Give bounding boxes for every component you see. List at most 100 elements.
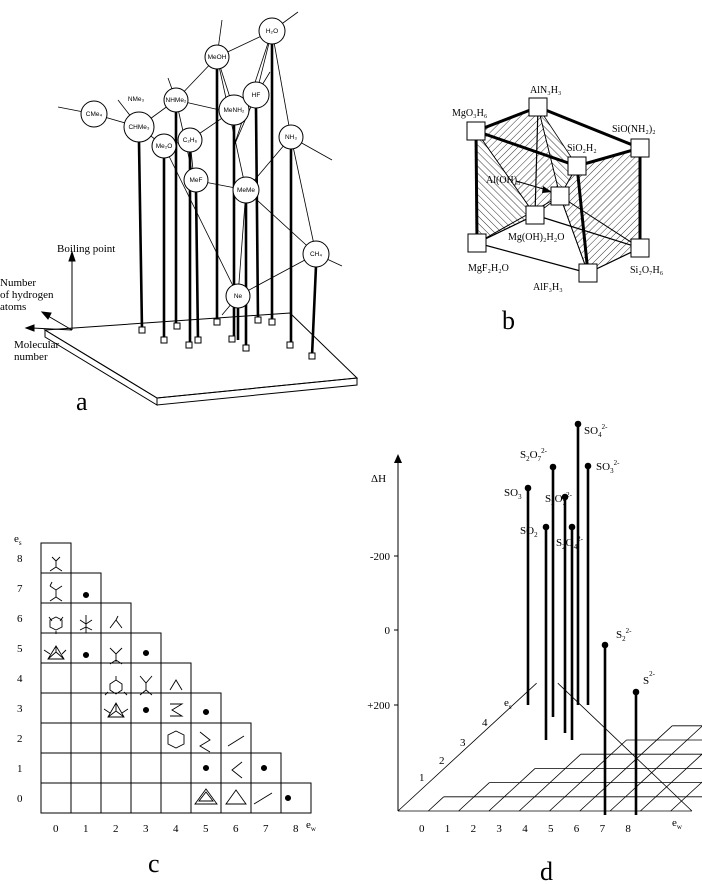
floor-line bbox=[670, 781, 702, 812]
d-species-label: S2O32- bbox=[545, 491, 573, 507]
grid-cell bbox=[130, 722, 162, 754]
grid-cell bbox=[40, 752, 72, 784]
molecule-label: NH₃ bbox=[285, 134, 297, 141]
floor-line bbox=[609, 725, 702, 812]
d-tick-label: 0 bbox=[385, 625, 391, 637]
axis-arrows bbox=[24, 250, 76, 332]
panel-a: Boiling point Number of hydrogen atoms M… bbox=[0, 11, 359, 416]
molecule-label: H₂O bbox=[266, 28, 278, 35]
floor-line bbox=[579, 725, 673, 812]
molecule-label: MeF bbox=[190, 177, 203, 184]
molecule-label: CH₄ bbox=[310, 251, 322, 258]
grid-cell bbox=[190, 722, 222, 754]
column-label: 2 bbox=[113, 823, 119, 835]
d-es-label: 3 bbox=[460, 737, 466, 749]
d-pin-head bbox=[524, 484, 532, 492]
d-ew-axis-label: ew bbox=[672, 817, 683, 831]
cell-glyphs bbox=[43, 556, 292, 805]
d-tick-label: -200 bbox=[370, 551, 391, 563]
row-label: 1 bbox=[17, 763, 23, 775]
base-plate-edge-front bbox=[156, 377, 358, 406]
axis-hydrogen-label-2: of hydrogen bbox=[0, 289, 54, 301]
d-pin-head bbox=[632, 688, 640, 696]
d-es-label: 1 bbox=[419, 772, 425, 784]
molecule-label: Ne bbox=[234, 293, 243, 300]
row-label: 8 bbox=[17, 553, 23, 565]
triangle-grid bbox=[40, 542, 312, 814]
d-tick-label: +200 bbox=[367, 700, 390, 712]
d-y-ticks: -200 0 +200 bbox=[367, 551, 398, 712]
grid-cell bbox=[100, 602, 132, 634]
d-y-axis-label: ΔH bbox=[371, 473, 386, 485]
molecule-label: NHMe₂ bbox=[166, 97, 187, 104]
panel-label-d: d bbox=[540, 857, 553, 885]
node-label: MgO₃H₆ bbox=[452, 108, 488, 119]
row-label: 2 bbox=[17, 733, 23, 745]
molecule-label: MeNH₂ bbox=[224, 107, 245, 114]
grid-cell bbox=[40, 692, 72, 724]
grid-cell bbox=[70, 662, 102, 694]
grid-cell bbox=[220, 782, 252, 814]
floor-line bbox=[518, 753, 582, 812]
floor-line bbox=[549, 739, 627, 812]
grid-cell bbox=[70, 632, 102, 664]
panel-label-c: c bbox=[148, 849, 160, 878]
d-species-label: S22- bbox=[616, 627, 632, 643]
column-label: 4 bbox=[173, 823, 179, 835]
d-species-label: SO3 bbox=[504, 487, 522, 501]
d-ew-label: 0 bbox=[419, 823, 425, 835]
grid-cell bbox=[70, 572, 102, 604]
d-pin-head bbox=[568, 523, 576, 531]
d-pin-head bbox=[549, 463, 557, 471]
d-ew-label: 6 bbox=[574, 823, 580, 835]
grid-cell bbox=[250, 782, 282, 814]
column-label: 0 bbox=[53, 823, 59, 835]
node-label: SiO₂H₂ bbox=[567, 143, 597, 154]
grid-cell bbox=[280, 782, 312, 814]
grid-cell bbox=[40, 602, 72, 634]
grid-cell bbox=[40, 572, 72, 604]
molecule-nodes bbox=[80, 17, 330, 309]
floor-edge bbox=[557, 682, 693, 812]
d-pin-head bbox=[601, 641, 609, 649]
grid-cell bbox=[40, 662, 72, 694]
d-pin-head bbox=[574, 420, 582, 428]
d-pins bbox=[524, 420, 640, 815]
d-pin-head bbox=[584, 462, 592, 470]
floor-line bbox=[458, 782, 490, 812]
d-pin-head bbox=[561, 493, 569, 501]
floor-line bbox=[488, 768, 536, 812]
grid-cell bbox=[100, 722, 132, 754]
grid-cell bbox=[250, 752, 282, 784]
molecule-label: MeOH bbox=[208, 54, 227, 61]
molecule-label: C₂H₆ bbox=[183, 137, 198, 144]
panel-label-a: a bbox=[76, 387, 88, 416]
molecule-label: CHMe₃ bbox=[128, 124, 149, 131]
grid-cell bbox=[70, 752, 102, 784]
node-label: AlN₃H₃ bbox=[530, 85, 561, 96]
d-pin-head bbox=[542, 523, 550, 531]
node-label: MgF₂H₂O bbox=[468, 263, 509, 274]
row-label: 3 bbox=[17, 703, 23, 715]
d-es-label: 2 bbox=[439, 755, 445, 767]
grid-cell bbox=[130, 752, 162, 784]
axis-hydrogen-label-1: Number bbox=[0, 277, 36, 289]
grid-cell bbox=[40, 722, 72, 754]
d-y-arrow bbox=[394, 454, 402, 463]
grid-cell bbox=[160, 662, 192, 694]
grid-cell bbox=[130, 632, 162, 664]
column-label: 3 bbox=[143, 823, 149, 835]
panel-label-b: b bbox=[502, 306, 515, 335]
cube-edges bbox=[474, 105, 642, 274]
grid-cell bbox=[70, 722, 102, 754]
d-species-label: S2O72- bbox=[520, 447, 548, 463]
cube-nodes bbox=[466, 97, 650, 283]
d-ew-label: 1 bbox=[445, 823, 451, 835]
node-label: Mg(OH)₂H₂O bbox=[508, 232, 564, 243]
